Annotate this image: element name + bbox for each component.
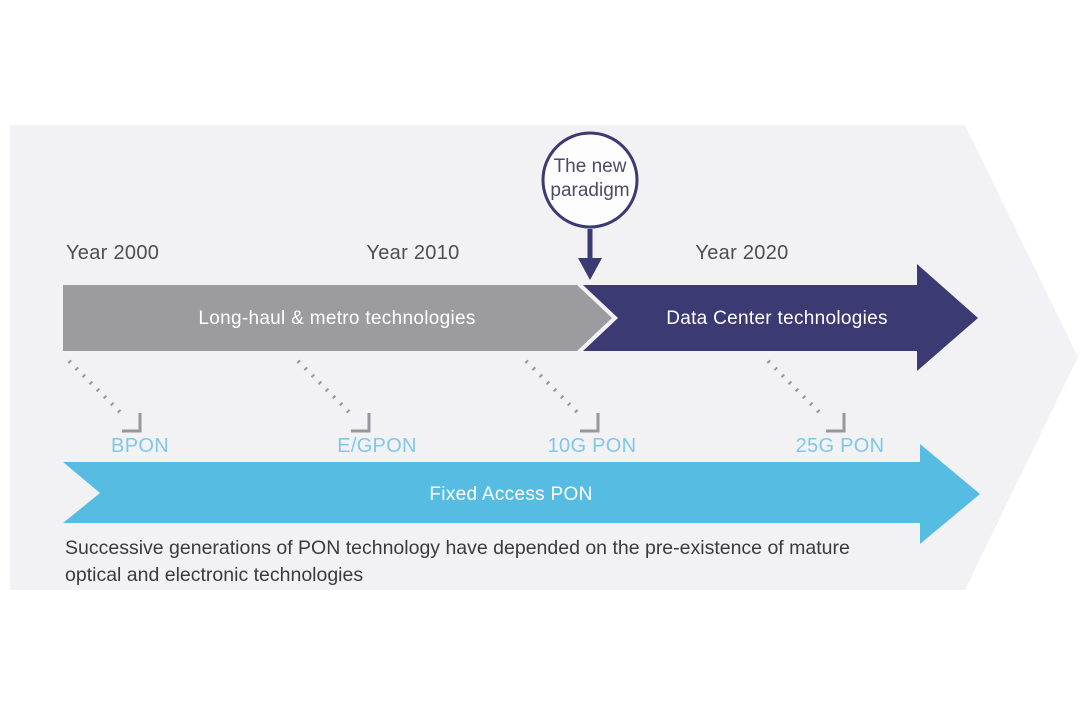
data-center-arrow-label: Data Center technologies (666, 308, 888, 329)
year-2020-label: Year 2020 (695, 242, 789, 264)
pon-generation-25g-label: 25G PON (795, 435, 885, 457)
arrow-corner-10g-icon (580, 413, 600, 433)
diagram-caption: Successive generations of PON technology… (65, 537, 850, 586)
arrow-corner-egpon-icon (351, 413, 371, 433)
year-2000-label: Year 2000 (66, 242, 160, 264)
year-2010-label: Year 2010 (366, 242, 460, 264)
pon-generation-bpon-label: BPON (111, 435, 169, 457)
dotted-arrows (67, 359, 846, 433)
paradigm-bubble-label: The new paradigm (550, 155, 629, 203)
fixed-access-pon-label: Fixed Access PON (429, 484, 593, 505)
pon-generation-egpon-label: E/GPON (337, 435, 417, 457)
paradigm-bubble-line1: The new (553, 156, 627, 178)
paradigm-bubble-circle (541, 131, 639, 229)
paradigm-bubble-line2: paradigm (550, 180, 630, 202)
long-haul-arrow-label: Long-haul & metro technologies (198, 308, 476, 329)
fixed-access-pon-arrow (63, 444, 980, 544)
long-haul-arrow (63, 285, 612, 351)
data-center-arrow (583, 264, 978, 371)
bubble-pointer-arrow-icon (578, 229, 602, 280)
arrow-corner-bpon-icon (122, 413, 142, 433)
pon-generation-10g-label: 10G PON (547, 435, 637, 457)
arrow-corner-25g-icon (826, 413, 846, 433)
